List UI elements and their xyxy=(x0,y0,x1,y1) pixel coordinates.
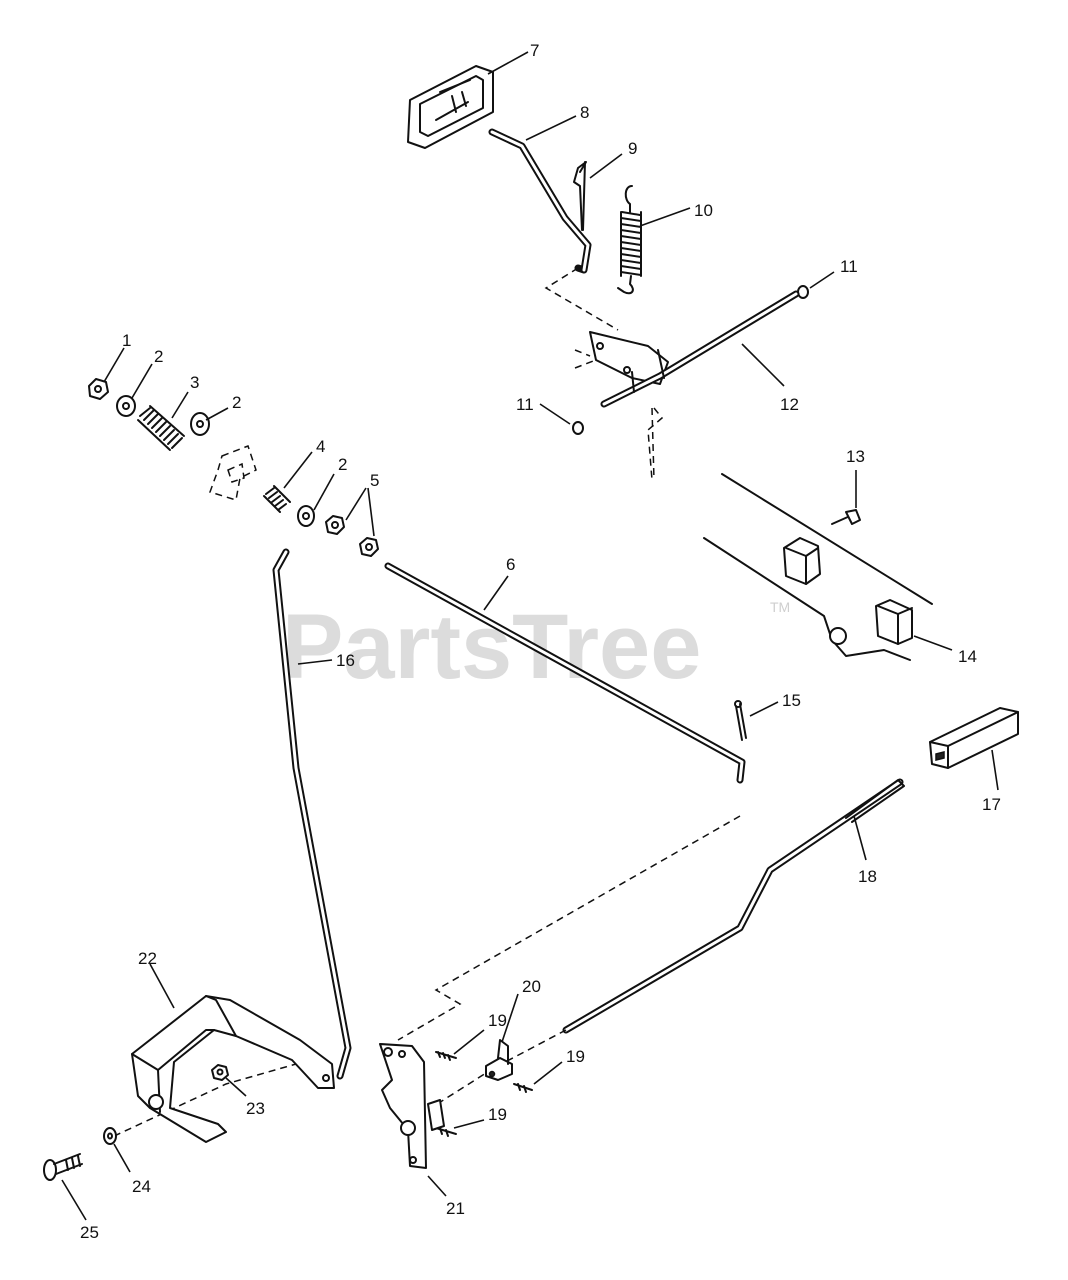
guide-line-bracket-outline xyxy=(209,445,257,501)
callout-15: 15 xyxy=(782,691,801,710)
part-8-pedal-arm[interactable] xyxy=(488,128,592,274)
callout-16: 16 xyxy=(336,651,355,670)
guide-line-shaft xyxy=(647,407,664,481)
callout-11-lower: 11 xyxy=(516,395,534,414)
part-18-lever-arm[interactable] xyxy=(562,778,905,1034)
callout-19-a: 19 xyxy=(488,1011,507,1030)
callout-2-a: 2 xyxy=(154,347,163,366)
callout-11-upper: 11 xyxy=(840,257,858,276)
callout-6: 6 xyxy=(506,555,515,574)
part-17-pedal-cover[interactable] xyxy=(929,707,1019,769)
guide-line-bolt xyxy=(109,1059,311,1139)
part-20-clip[interactable] xyxy=(485,1039,513,1081)
callout-14: 14 xyxy=(958,647,977,666)
callout-2-b: 2 xyxy=(232,393,241,412)
guide-line-shaft-2 xyxy=(651,407,655,481)
part-13-screw[interactable] xyxy=(831,509,861,525)
watermark-text: PartsTree xyxy=(282,596,701,698)
part-25-carriage-bolt[interactable] xyxy=(43,1153,83,1181)
callout-8: 8 xyxy=(580,103,589,122)
callout-13: 13 xyxy=(846,447,865,466)
leader-lines xyxy=(61,51,999,1221)
part-5-nut-b[interactable] xyxy=(359,537,379,557)
callout-7: 7 xyxy=(530,41,539,60)
part-10-extension-spring[interactable] xyxy=(617,185,642,295)
callout-22: 22 xyxy=(138,949,157,968)
callout-10: 10 xyxy=(694,201,713,220)
part-19-roll-pin-b[interactable] xyxy=(513,1083,533,1093)
guide-line-pedal xyxy=(544,267,619,331)
callout-23: 23 xyxy=(246,1099,265,1118)
callout-2-c: 2 xyxy=(338,455,347,474)
callout-19-c: 19 xyxy=(488,1105,507,1124)
part-2-washer-a[interactable] xyxy=(116,395,136,417)
part-21-bracket-plate[interactable] xyxy=(379,1043,445,1169)
part-3-compression-spring[interactable] xyxy=(137,405,185,451)
callout-9: 9 xyxy=(628,139,637,158)
callout-12: 12 xyxy=(780,395,799,414)
callout-18: 18 xyxy=(858,867,877,886)
part-19-roll-pin-a[interactable] xyxy=(435,1051,457,1061)
callout-5: 5 xyxy=(370,471,379,490)
callout-4: 4 xyxy=(316,437,325,456)
part-9-hair-pin[interactable] xyxy=(573,161,587,231)
part-7-pedal-pad[interactable] xyxy=(407,65,494,149)
part-19-roll-pin-c[interactable] xyxy=(435,1127,457,1137)
callout-19-b: 19 xyxy=(566,1047,585,1066)
part-2-washer-c[interactable] xyxy=(297,505,315,527)
guide-line-lever xyxy=(489,1029,567,1071)
callout-25: 25 xyxy=(80,1223,99,1242)
part-12-cross-shaft[interactable] xyxy=(589,290,800,408)
callout-3: 3 xyxy=(190,373,199,392)
part-4-small-spring[interactable] xyxy=(263,485,291,513)
part-23-nut[interactable] xyxy=(211,1064,229,1081)
callout-20: 20 xyxy=(522,977,541,996)
part-2-washer-b[interactable] xyxy=(190,412,210,436)
watermark-trademark: TM xyxy=(770,599,790,615)
part-14-switch-panel[interactable] xyxy=(703,473,933,661)
part-24-washer[interactable] xyxy=(103,1127,117,1145)
guide-line-bracket xyxy=(574,349,597,369)
callout-21: 21 xyxy=(446,1199,465,1218)
guide-line-bracket-inner xyxy=(227,462,245,483)
part-16-linkage-rod[interactable] xyxy=(272,548,352,1080)
part-15-cotter-pin[interactable] xyxy=(734,700,747,741)
part-11-ring-upper[interactable] xyxy=(797,285,809,299)
part-5-nut-a[interactable] xyxy=(325,515,345,535)
part-22-brake-bracket[interactable] xyxy=(131,995,335,1143)
part-6-rod[interactable] xyxy=(384,562,746,784)
callout-1: 1 xyxy=(122,331,131,350)
callout-17: 17 xyxy=(982,795,1001,814)
part-1-nut[interactable] xyxy=(88,378,109,400)
callout-24: 24 xyxy=(132,1177,151,1196)
part-11-ring-lower[interactable] xyxy=(572,421,584,435)
guide-line-rod-bracket xyxy=(397,815,741,1041)
